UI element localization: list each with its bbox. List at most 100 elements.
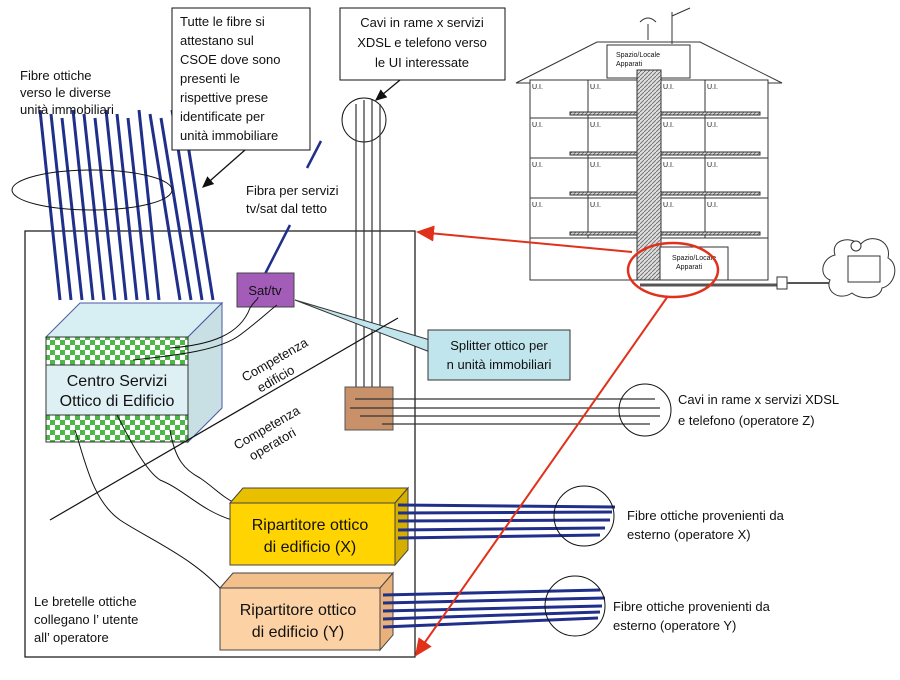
unit-label: U.I.	[663, 162, 674, 169]
fiber-line-y	[382, 604, 603, 613]
unit-label: U.I.	[663, 202, 674, 209]
zone-divider	[49, 317, 399, 521]
svg-text:n unità immobiliari: n unità immobiliari	[447, 357, 552, 372]
svg-text:presenti le: presenti le	[180, 71, 240, 86]
svg-text:Cavi in rame x servizi XDSL: Cavi in rame x servizi XDSL	[678, 392, 839, 407]
unit-label: U.I.	[532, 122, 543, 129]
unit-label: U.I.	[707, 162, 718, 169]
copper-operator-z-label: Cavi in rame x servizi XDSL e telefono (…	[678, 392, 839, 428]
csoe-note-text: Tutte le fibre si attestano sul CSOE dov…	[180, 14, 280, 143]
fiber-line	[115, 113, 139, 301]
unit-label: U.I.	[663, 84, 674, 91]
svg-text:di edificio (Y): di edificio (Y)	[252, 624, 344, 641]
building-base-room-label: Spazio/Locale Apparati	[672, 255, 716, 271]
fiber-line	[49, 113, 73, 301]
sat-tv-box	[236, 272, 295, 308]
svg-text:Centro Servizi: Centro Servizi	[67, 373, 167, 390]
csoe-note-arrow	[202, 149, 246, 188]
svg-text:Tutte le fibre si: Tutte le fibre si	[180, 14, 265, 29]
fiber-bundle-ellipse	[11, 169, 173, 211]
sat-tv-label: Sat/tv	[248, 283, 282, 298]
svg-text:e telefono (operatore Z): e telefono (operatore Z)	[678, 413, 815, 428]
csoe-cube	[44, 301, 224, 444]
base-room-highlight	[626, 241, 720, 299]
svg-text:Splitter ottico per: Splitter ottico per	[450, 338, 548, 353]
unit-label: U.I.	[590, 122, 601, 129]
ripartitore-x-label: Ripartitore ottico di edificio (X)	[252, 517, 369, 556]
svg-text:esterno (operatore X): esterno (operatore X)	[627, 527, 751, 542]
patch-cords	[74, 296, 278, 601]
splitter-callout-box	[427, 329, 571, 381]
svg-text:Apparati: Apparati	[616, 61, 643, 68]
svg-text:Fibre ottiche: Fibre ottiche	[20, 68, 92, 83]
svg-text:Ripartitore ottico: Ripartitore ottico	[252, 517, 369, 534]
copper-note-text: Cavi in rame x servizi XDSL e telefono v…	[357, 15, 487, 70]
svg-text:all’ operatore: all’ operatore	[34, 630, 109, 645]
svg-text:le UI interessate: le UI interessate	[375, 55, 469, 70]
fiber-line	[104, 109, 128, 301]
unit-label: U.I.	[707, 84, 718, 91]
building-boundary-frame	[24, 230, 416, 658]
fiber-line-y	[382, 596, 606, 605]
fiber-line	[93, 117, 117, 301]
svg-text:Spazio/Locale: Spazio/Locale	[672, 255, 716, 262]
sat-fiber-top	[305, 140, 323, 169]
fiber-line	[148, 113, 182, 301]
svg-text:tv/sat dal tetto: tv/sat dal tetto	[246, 201, 327, 216]
csoe-note-box	[171, 7, 311, 151]
svg-text:Fibra per servizi: Fibra per servizi	[246, 183, 339, 198]
svg-text:unità immobiliari: unità immobiliari	[20, 102, 114, 117]
fibers-operator-y-label: Fibre ottiche provenienti da esterno (op…	[613, 599, 771, 633]
fiber-line	[137, 109, 161, 301]
copper-note-arrow	[375, 79, 401, 101]
sat-fiber-note: Fibra per servizi tv/sat dal tetto	[246, 183, 339, 216]
sat-fiber	[263, 224, 292, 275]
ripartitore-y-box	[218, 571, 395, 652]
fiber-line-y	[382, 588, 601, 597]
copper-note-box	[339, 7, 506, 81]
fiber-line-x	[397, 518, 611, 523]
fiber-line-y	[382, 616, 599, 629]
fiber-line-x	[397, 510, 613, 515]
highlight-arrow-bottom	[414, 295, 669, 657]
csoe-label: Centro Servizi Ottico di Edificio	[60, 373, 175, 410]
unit-label: U.I.	[532, 162, 543, 169]
copper-operator-z-circle	[618, 383, 672, 437]
floor-cable	[569, 191, 761, 196]
svg-text:Fibre ottiche provenienti da: Fibre ottiche provenienti da	[613, 599, 771, 614]
unit-label: U.I.	[532, 84, 543, 91]
svg-text:identificate per: identificate per	[180, 109, 265, 124]
floor-cable	[569, 111, 761, 116]
floor-cable	[569, 151, 761, 156]
unit-label: U.I.	[590, 202, 601, 209]
unit-label: U.I.	[590, 162, 601, 169]
unit-labels: U.I. U.I. U.I. U.I. U.I. U.I. U.I. U.I. U.I. U.I.…	[532, 84, 718, 209]
fiber-line-y	[382, 610, 601, 621]
unit-label: U.I.	[707, 122, 718, 129]
svg-text:Ripartitore ottico: Ripartitore ottico	[240, 602, 357, 619]
fiber-line-x	[397, 503, 616, 509]
fiber-line-x	[397, 526, 606, 532]
svg-text:rispettive prese: rispettive prese	[180, 90, 268, 105]
building-roof-room-label: Spazio/Locale Apparati	[616, 52, 660, 68]
svg-text:Ottico di Edificio: Ottico di Edificio	[60, 393, 175, 410]
svg-text:verso le diverse: verso le diverse	[20, 85, 111, 100]
fiber-line	[38, 109, 62, 301]
fibers-operator-y-circle	[544, 575, 606, 637]
floor-cable	[569, 231, 761, 236]
svg-text:unità immobiliare: unità immobiliare	[180, 128, 278, 143]
svg-text:Le bretelle ottiche: Le bretelle ottiche	[34, 594, 137, 609]
fibers-operator-x	[397, 503, 616, 540]
zone-building-label: Competenza edificio	[239, 334, 311, 395]
zone-operators-label: Competenza operatori	[231, 402, 303, 463]
splitter-callout-pointer	[294, 299, 431, 353]
fiber-line	[82, 113, 106, 301]
copper-riser-lines	[355, 100, 381, 425]
fiber-line	[126, 117, 150, 301]
ripartitore-x-box	[228, 486, 410, 567]
unit-label: U.I.	[532, 202, 543, 209]
svg-text:esterno (operatore Y): esterno (operatore Y)	[613, 618, 736, 633]
svg-text:di edificio (X): di edificio (X)	[264, 539, 356, 556]
svg-text:attestano sul: attestano sul	[180, 33, 254, 48]
